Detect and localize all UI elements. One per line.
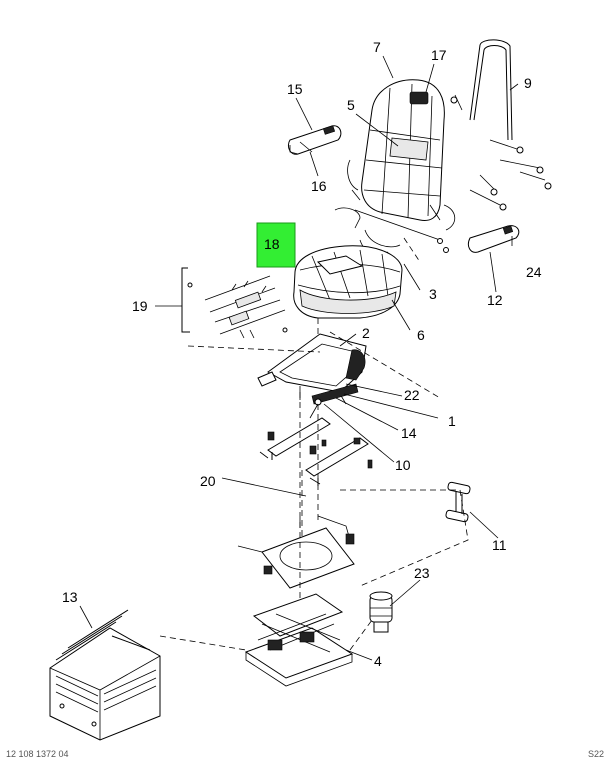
footer-drawing-number: 12 108 1372 04 — [6, 749, 69, 759]
callout-3[interactable]: 3 — [429, 286, 437, 302]
callout-20[interactable]: 20 — [200, 473, 216, 489]
lumbar-panel — [389, 137, 429, 161]
seat-pan-frame-part[interactable] — [257, 333, 367, 405]
suspension-base-part[interactable] — [244, 593, 354, 687]
callout-16[interactable]: 16 — [311, 178, 327, 194]
callout-2[interactable]: 2 — [362, 325, 370, 341]
callout-7[interactable]: 7 — [373, 39, 381, 55]
callout-15[interactable]: 15 — [287, 81, 303, 97]
callout-1[interactable]: 1 — [448, 413, 456, 429]
armrest-left-part[interactable] — [287, 125, 342, 155]
callout-22[interactable]: 22 — [404, 387, 420, 403]
slide-adjuster-parts[interactable] — [309, 383, 359, 419]
leader-lines — [79, 55, 519, 661]
callout-4[interactable]: 4 — [374, 653, 382, 669]
callout-10[interactable]: 10 — [395, 457, 411, 473]
callout-6[interactable]: 6 — [417, 327, 425, 343]
storage-box-part[interactable] — [49, 609, 161, 741]
footer-sheet-code: S22 — [587, 749, 604, 759]
callout-9[interactable]: 9 — [524, 75, 532, 91]
callout-labels: 7 17 5 9 15 16 18 24 3 12 19 2 6 22 1 14… — [62, 39, 542, 669]
armrest-right-part[interactable] — [467, 225, 520, 253]
mounting-plate-part[interactable] — [237, 515, 355, 589]
callout-18-highlight[interactable] — [256, 222, 296, 268]
shock-absorber-part[interactable] — [445, 481, 471, 523]
bracket-kit-part[interactable] — [181, 267, 288, 339]
callout-13[interactable]: 13 — [62, 589, 78, 605]
callout-17[interactable]: 17 — [431, 47, 447, 63]
backrest-frame-part[interactable] — [450, 39, 552, 211]
callout-18[interactable]: 18 — [264, 236, 280, 252]
air-spring-part[interactable] — [369, 591, 393, 633]
callout-5[interactable]: 5 — [347, 97, 355, 113]
callout-12[interactable]: 12 — [487, 292, 503, 308]
lumbar-knob — [409, 91, 429, 105]
assembly-dashed-lines — [159, 237, 469, 651]
callout-23[interactable]: 23 — [414, 565, 430, 581]
callout-24[interactable]: 24 — [526, 264, 542, 280]
seat-back-part[interactable] — [361, 79, 445, 221]
callout-19[interactable]: 19 — [132, 298, 148, 314]
callout-14[interactable]: 14 — [401, 425, 417, 441]
callout-11[interactable]: 11 — [492, 537, 507, 553]
seat-cushion-part[interactable] — [293, 245, 403, 319]
slide-rails-part[interactable] — [259, 417, 373, 486]
